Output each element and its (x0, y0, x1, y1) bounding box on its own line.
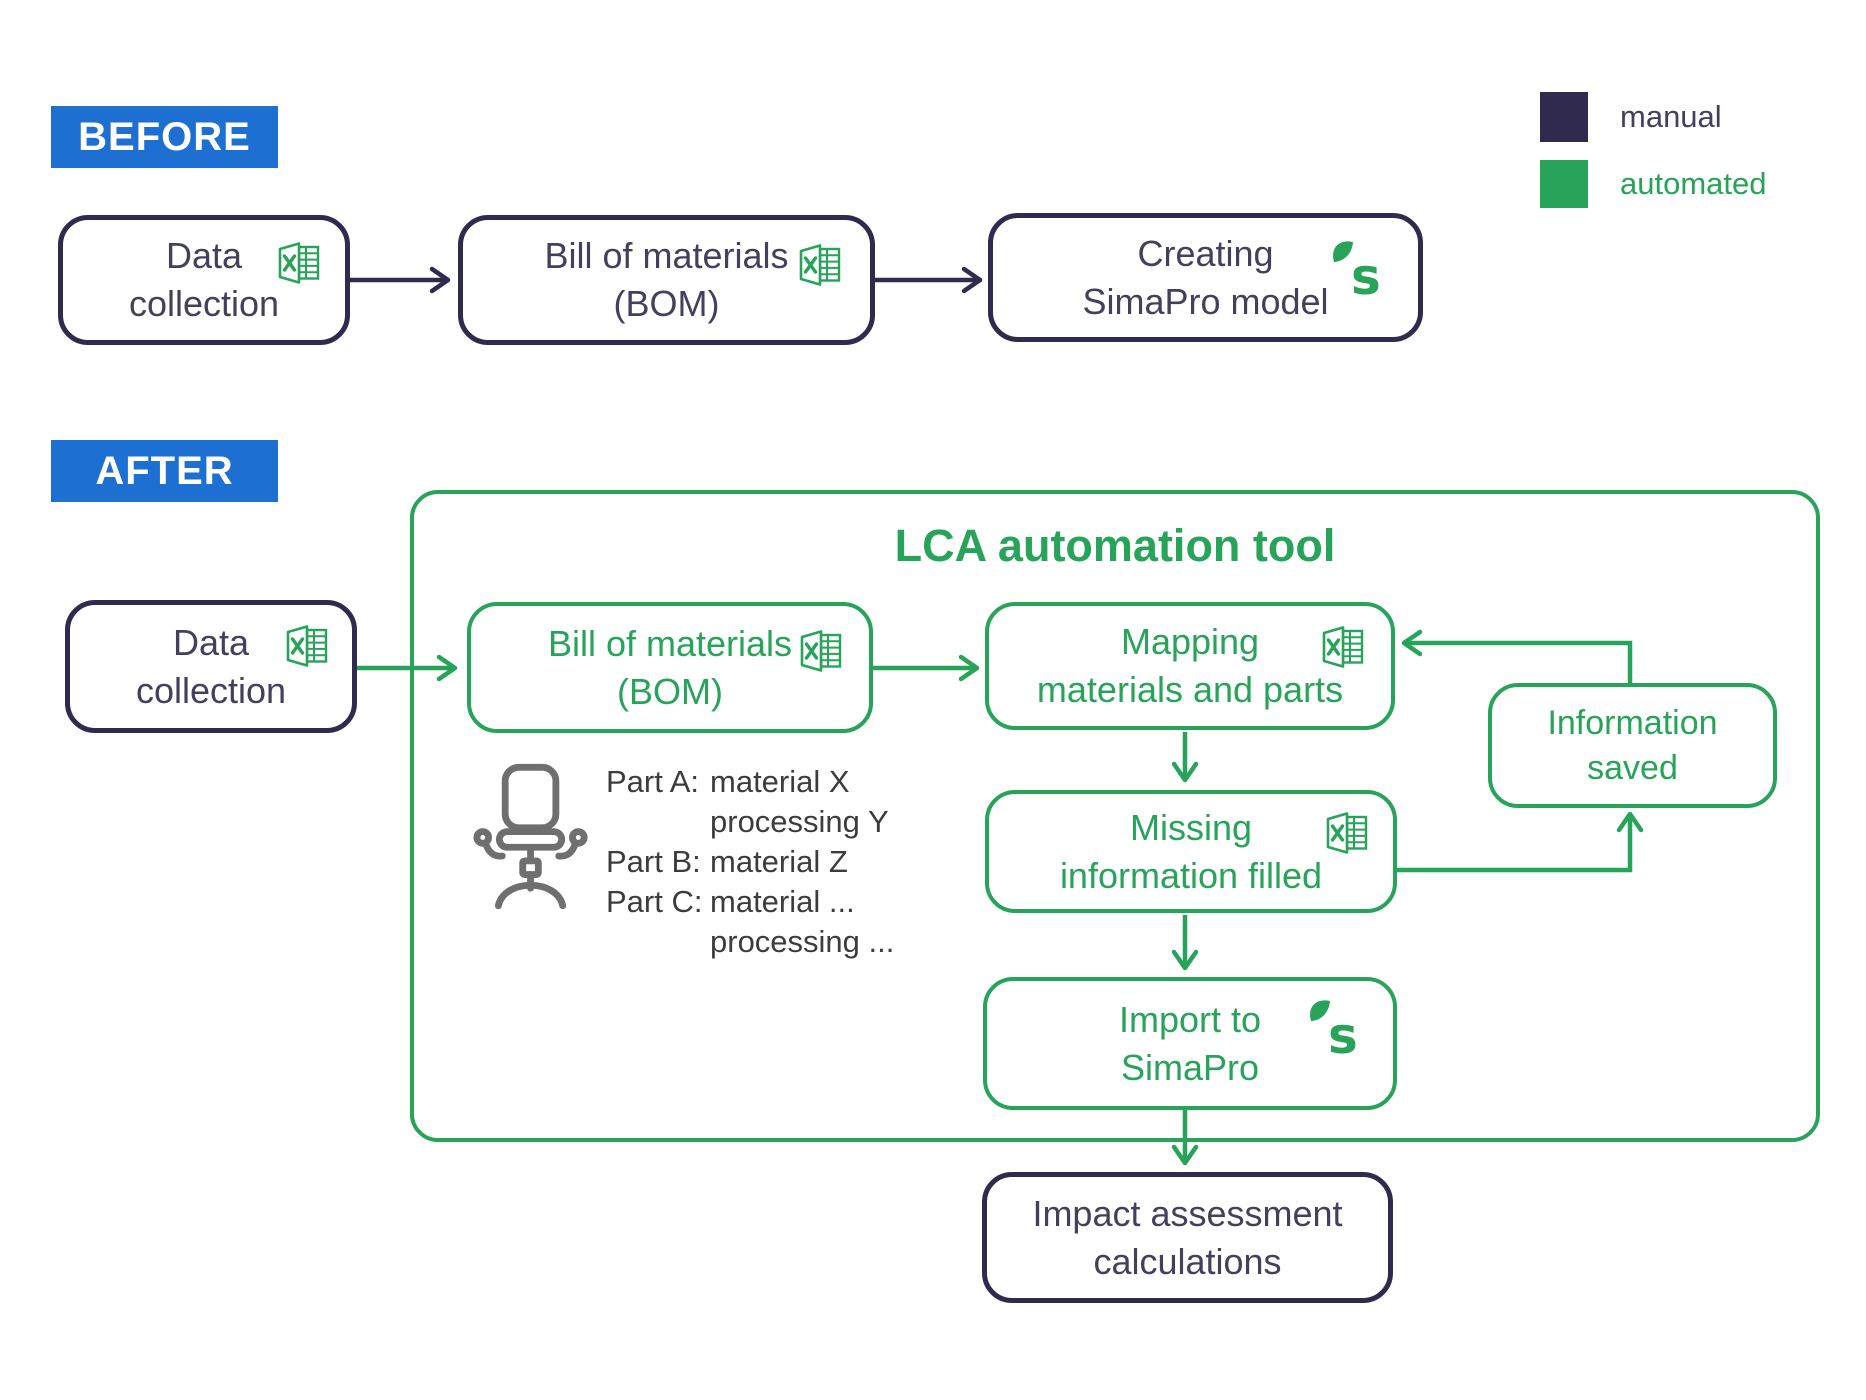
excel-icon (799, 244, 841, 286)
part-list-value: material Z (710, 844, 848, 879)
part-list-value: processing Y (710, 804, 889, 839)
after-information-saved-box: Information saved (1488, 683, 1777, 808)
after-missing-info-line2: information filled (1059, 854, 1323, 896)
part-list-value: processing ... (710, 924, 895, 959)
excel-icon (1326, 812, 1368, 854)
after-data-collection-line1: Data (172, 621, 250, 663)
after-mapping-line1: Mapping (1120, 621, 1260, 663)
after-information-saved-line2: saved (1587, 748, 1678, 787)
excel-icon (278, 242, 320, 284)
excel-icon (286, 625, 328, 667)
office-chair-icon (473, 763, 588, 910)
legend-automated-label: automated (1620, 166, 1767, 201)
part-list-value: material ... (710, 884, 855, 919)
before-creating-model-box: Creating SimaPro model s (988, 213, 1423, 342)
part-list-label: Part C: (606, 884, 703, 919)
simapro-icon: s (1310, 1000, 1358, 1059)
after-mapping-box: Mapping materials and parts (985, 602, 1395, 730)
after-bom-box: Bill of materials (BOM) (467, 602, 873, 733)
before-creating-model-line1: Creating (1137, 232, 1274, 274)
after-information-saved-line1: Information (1547, 703, 1718, 742)
before-bom-line2: (BOM) (613, 283, 720, 324)
before-creating-model-line2: SimaPro model (1082, 280, 1329, 322)
part-list-label: Part B: (606, 844, 701, 879)
part-list-row: Part A: material X (606, 762, 894, 802)
after-missing-info-line1: Missing (1129, 806, 1253, 848)
after-missing-info-box: Missing information filled (985, 790, 1397, 913)
part-list-row: Part C: material ... (606, 882, 894, 922)
part-list-label: Part A: (606, 764, 700, 799)
after-import-simapro-line2: SimaPro (1120, 1046, 1260, 1088)
svg-text:s: s (1351, 248, 1381, 300)
lca-automation-tool-container (410, 490, 1820, 1142)
part-list-row: processing Y (606, 802, 894, 842)
before-data-collection-line2: collection (128, 283, 280, 324)
after-mapping-line2: materials and parts (1036, 669, 1344, 710)
after-bom-line2: (BOM) (617, 670, 723, 712)
before-data-collection-box: Data collection (58, 215, 350, 345)
legend-manual-swatch (1540, 92, 1588, 142)
impact-assessment-line1: Impact assessment (1032, 1192, 1343, 1234)
after-section-label: AFTER (51, 440, 278, 502)
excel-icon (800, 630, 842, 672)
legend-automated-swatch (1540, 160, 1588, 208)
after-bom-line1: Bill of materials (547, 622, 793, 664)
before-bom-box: Bill of materials (BOM) (458, 215, 875, 345)
arrow-information-saved-to-mapping (1401, 629, 1633, 683)
part-list-value: material X (710, 764, 850, 799)
impact-assessment-line2: calculations (1093, 1240, 1282, 1282)
bom-part-list: Part A: material X processing Y Part B: … (606, 762, 894, 962)
impact-assessment-box: Impact assessment calculations (982, 1172, 1393, 1303)
before-bom-line1: Bill of materials (544, 235, 789, 277)
simapro-icon: s (1333, 241, 1381, 300)
after-import-simapro-line1: Import to (1118, 998, 1262, 1040)
excel-icon (1322, 626, 1364, 668)
before-section-label: BEFORE (51, 106, 278, 168)
lca-automation-tool-title: LCA automation tool (894, 520, 1336, 571)
part-list-row: processing ... (606, 922, 894, 962)
part-list-row: Part B: material Z (606, 842, 894, 882)
after-data-collection-box: Data collection (65, 600, 357, 733)
arrow-missing-to-information-saved (1397, 811, 1644, 873)
legend-manual-label: manual (1620, 99, 1722, 134)
svg-text:s: s (1328, 1007, 1358, 1059)
after-data-collection-line2: collection (135, 669, 287, 711)
before-data-collection-line1: Data (165, 235, 243, 277)
after-import-simapro-box: Import to SimaPro s (983, 977, 1397, 1110)
